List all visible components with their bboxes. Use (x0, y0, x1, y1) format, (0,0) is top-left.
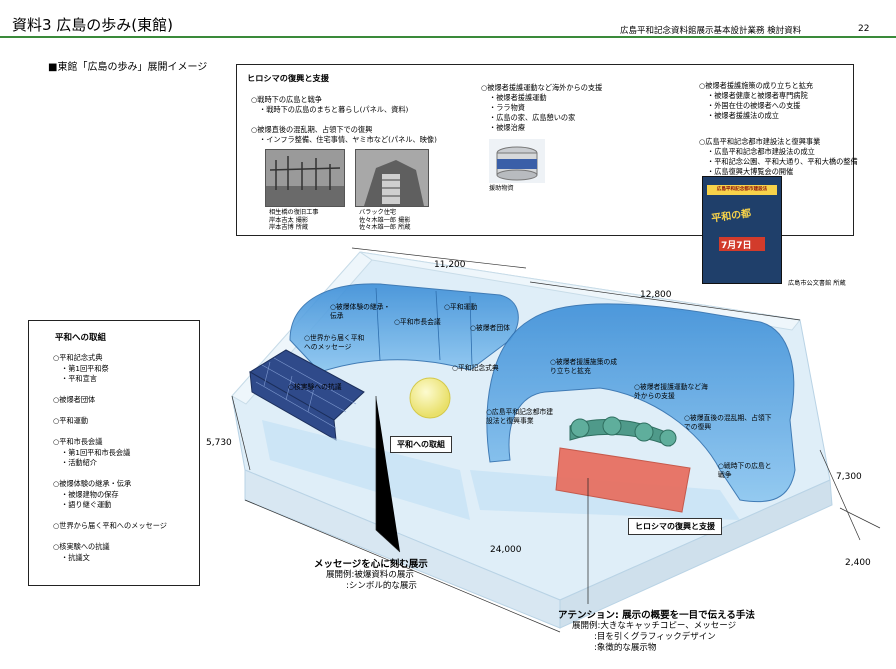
dimension-lines (231, 247, 881, 633)
left-item: ・平和宣言 (61, 374, 97, 383)
exhibit-label: ○被爆者援護運動など海外からの支援 (634, 383, 708, 400)
panel-col1-line1: ○戦時下の広島と戦争 (251, 95, 322, 104)
message-note-title: メッセージを心に刻む展示 (314, 559, 428, 570)
message-note-line: :シンボル的な展示 (346, 581, 417, 591)
left-item: ・抗議文 (61, 552, 90, 562)
attention-note-line: :目を引くグラフィックデザイン (594, 632, 716, 642)
exhibit-label: ○戦時下の広島と戦争 (718, 462, 772, 479)
left-panel-list: ○平和記念式典 ・第1回平和祭 ・平和宣言 ○被爆者団体 ○平和運動 ○平和市長… (53, 353, 167, 563)
left-item: ○被爆体験の継承・伝承 (53, 479, 132, 488)
dim-left: 5,730 (206, 438, 232, 448)
attention-note-line: :象徴的な展示物 (594, 643, 657, 653)
left-item: ○平和運動 (53, 416, 89, 425)
attention-note-title: アテンション: 展示の概要を一目で伝える手法 (558, 610, 755, 621)
left-item: ○核実験への抗議 (53, 542, 110, 551)
section-heading: ■東館「広島の歩み」展開イメージ (48, 62, 208, 73)
left-item: ○平和記念式典 (53, 353, 103, 362)
dim-right: 7,300 (836, 472, 862, 482)
panel-col3a-line2: ・被爆者健康と被爆者専門病院 (707, 91, 808, 100)
floor-glass-left (262, 420, 470, 520)
panel-col2-line2: ・被爆者援護運動 (489, 93, 547, 102)
document-subtitle: 広島平和記念資料館展示基本設計業務 検討資料 (620, 26, 802, 36)
panel-col2-line4: ・広島の家、広島憩いの家 (489, 113, 576, 122)
zone-label-recovery: ヒロシマの復興と支援 (628, 518, 722, 535)
exhibit-label: ○被爆直後の混乱期、占領下での復興 (684, 414, 772, 431)
nuclear-protest-grid-panel (249, 349, 365, 441)
poster-heading: 広島平和記念都市建設法 (716, 187, 768, 192)
teal-pods (569, 416, 677, 447)
right-blue-wall (486, 303, 796, 503)
panel-col3a-line1: ○被爆者援護施策の成り立ちと拡充 (699, 81, 814, 90)
exhibit-label: ○平和運動 (444, 303, 478, 311)
poster-date: 7月7日 (721, 241, 752, 251)
photo1-caption-credit: 岸本吉太 撮影 (269, 217, 309, 224)
message-note-line: 展開例:被爆資料の展示 (326, 570, 414, 580)
attention-note-line: 展開例:大きなキャッチコピー、メッセージ (572, 621, 737, 631)
exhibit-label: ○平和市長会議 (394, 318, 441, 326)
left-item: ○平和市長会議 (53, 437, 103, 446)
panel-col3a-line3: ・外国在住の被爆者への支援 (707, 101, 801, 110)
document-title: 資料3 広島の歩み(東館) (12, 16, 174, 34)
panel-heading: ヒロシマの復興と支援 (247, 73, 329, 83)
panel-col3b-line3: ・平和記念公園、平和大通り、平和大橋の整備 (707, 157, 858, 166)
photo2-caption-credit: 佐々木雄一郎 撮影 (359, 217, 411, 224)
page-number: 22 (858, 24, 870, 34)
left-item: ・第1回平和祭 (61, 363, 109, 373)
panel-col1-line4: ・インフラ整備、住宅事情、ヤミ市など(パネル、映像) (259, 135, 437, 144)
exhibit-label: ○世界から届く平和へのメッセージ (304, 334, 365, 351)
photo1-caption-title: 相生橋の復旧工事 (269, 209, 319, 216)
panel-col3b-line4: ・広島復興大博覧会の開催 (707, 167, 794, 176)
exhibit-label: ○平和記念式典 (452, 364, 499, 372)
panel-col2-line5: ・被爆治療 (489, 123, 525, 132)
exhibit-label: ○被爆者団体 (470, 324, 510, 332)
panel-col3a-line4: ・被爆者援護法の成立 (707, 111, 779, 120)
panel-col2-line1: ○被爆者援護運動など海外からの支援 (481, 83, 603, 92)
left-item: ・被爆建物の保存 (61, 489, 119, 499)
zone-label-peace: 平和への取組 (390, 436, 452, 453)
panel-col3b-line1: ○広島平和記念都市建設法と復興事業 (699, 137, 821, 146)
left-blue-wall (289, 283, 519, 373)
header-divider (0, 36, 896, 38)
photo1-caption-owner: 岸本吉博 所蔵 (269, 224, 309, 231)
exhibit-label: ○核実験への抗議 (288, 383, 342, 391)
panel-col1-line3: ○被爆直後の混乱期、占領下での復興 (251, 125, 373, 134)
dim-bottom-right: 2,400 (845, 558, 871, 568)
poster-caption: 広島市公文書館 所蔵 (788, 280, 846, 287)
attention-table (555, 447, 691, 513)
panel-col1-line2: ・戦時下の広島のまちと暮らし(パネル、資料) (259, 105, 409, 114)
symbolic-sphere (409, 377, 451, 419)
exhibit-label: ○被爆体験の継承・伝承 (330, 303, 391, 320)
left-panel-heading: 平和への取組 (55, 333, 107, 343)
city-construction-law-poster: 広島平和記念都市建設法 平和の都 7月7日 (702, 176, 782, 284)
panel-col2-line3: ・ララ物資 (489, 103, 525, 112)
peace-efforts-panel: 平和への取組 ○平和記念式典 ・第1回平和祭 ・平和宣言 ○被爆者団体 ○平和運… (28, 320, 200, 586)
panel-col3b-line2: ・広島平和記念都市建設法の成立 (707, 147, 815, 156)
barrack-housing-photo (355, 149, 429, 207)
aid-supplies-photo (489, 139, 545, 183)
left-item: ○世界から届く平和へのメッセージ (53, 521, 167, 530)
left-item: ・第1回平和市長会議 (61, 447, 131, 457)
left-item: ・活動紹介 (61, 458, 97, 467)
aid-supplies-caption: 援助物資 (489, 185, 514, 192)
exhibit-label: ○被爆者援護施策の成り立ちと拡充 (550, 358, 618, 375)
recovery-support-panel: ヒロシマの復興と支援 ○戦時下の広島と戦争 ・戦時下の広島のまちと暮らし(パネル… (236, 64, 858, 236)
left-item: ○被爆者団体 (53, 395, 96, 404)
dim-bottom: 24,000 (490, 545, 522, 555)
left-item: ・語り継ぐ運動 (61, 500, 112, 509)
dim-top-left: 11,200 (434, 260, 466, 270)
photo2-caption-title: バラック住宅 (359, 209, 397, 216)
pointer-lines (375, 396, 589, 604)
dim-top-right: 12,800 (640, 290, 672, 300)
exhibit-label: ○広島平和記念都市建設法と復興事業 (486, 408, 554, 425)
bridge-restoration-photo (265, 149, 345, 207)
photo2-caption-owner: 佐々木雄一郎 所蔵 (359, 224, 411, 231)
